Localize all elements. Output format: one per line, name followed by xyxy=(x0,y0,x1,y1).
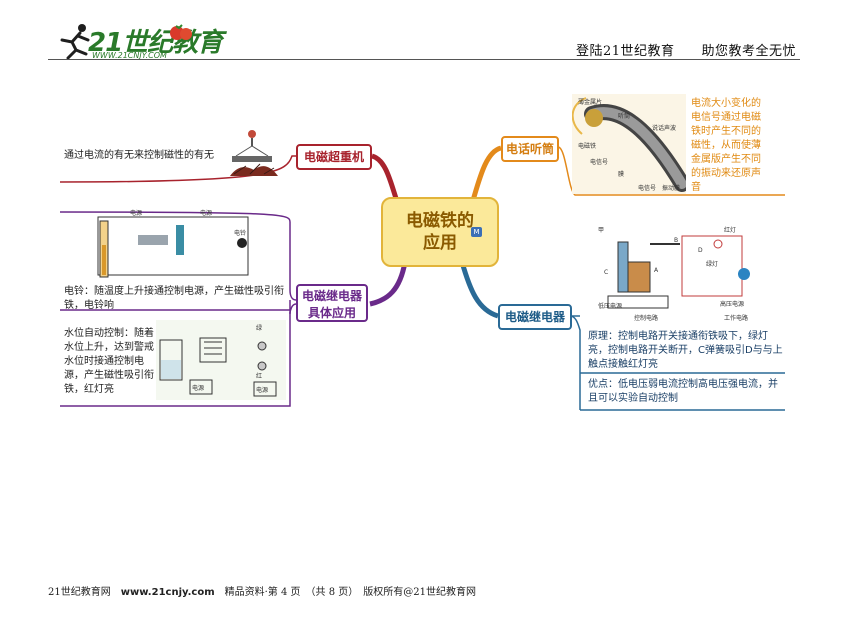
leaf-phone: 电流大小变化的电信号通过电磁铁时产生不同的磁性，从而使薄金属版产生不同的振动来还… xyxy=(691,98,761,193)
logo-text: 21世纪教育 xyxy=(88,28,223,58)
phone-label-5: 膜 xyxy=(618,170,624,178)
phone-label-1: 听筒 xyxy=(618,112,630,120)
footer-site-link[interactable]: www.21cnjy.com xyxy=(120,587,215,598)
relay-label-3: A xyxy=(654,267,659,274)
phone-label-6: 电信号 xyxy=(638,184,656,192)
leaf-principle: 原理：控制电路开关接通衔铁吸下，绿灯亮，控制电路开关断开，C弹簧吸引D与与上触点… xyxy=(588,331,783,370)
header-slogan: 登陆21世纪教育 助您教考全无忧 xyxy=(575,44,796,59)
phone-label-7: 振动膜 xyxy=(662,184,680,192)
topic-phone[interactable]: 电话听筒 xyxy=(501,136,559,162)
relay-label-4: 红灯 xyxy=(724,226,736,234)
relay-apps-branch xyxy=(369,261,408,307)
topic-relay-apps-label: 电磁继电器 具体应用 xyxy=(301,289,362,320)
logo xyxy=(56,20,196,66)
relay-label-8: 控制电路 xyxy=(634,314,658,322)
footer-left: 21世纪教育网 xyxy=(48,587,121,598)
water-label-0: 绿 xyxy=(256,324,262,332)
water-label-1: 红 xyxy=(256,372,262,380)
relay-label-9: 高压电源 xyxy=(720,300,744,308)
leaf-advantage: 优点：低电压弱电流控制高电压强电流，并且可以实验自动控制 xyxy=(588,379,778,404)
phone-label-3: 电磁铁 xyxy=(578,142,596,150)
tomato-icon xyxy=(170,24,192,40)
footer: 21世纪教育网 www.21cnjy.com 精品资料·第 4 页 （共 8 页… xyxy=(48,583,476,598)
water-label-3: 电源 xyxy=(256,386,268,394)
bell-label-1: 电源 xyxy=(200,209,212,217)
water-level-image: 绿 红 电源 电源 xyxy=(156,320,286,400)
logo-url: WWW.21CNJY.COM xyxy=(92,51,167,60)
relay-label-6: 绿灯 xyxy=(706,260,718,268)
footer-right: 精品资料·第 4 页 （共 8 页） 版权所有@21世纪教育网 xyxy=(214,587,476,598)
runner-icon xyxy=(60,24,90,60)
relay-label-2: C xyxy=(604,269,608,276)
relay-label-1: B xyxy=(674,237,678,244)
bell-label-2: 电铃 xyxy=(234,229,246,237)
bell-circuit-image: 电源 电源 电铃 xyxy=(97,209,249,278)
relay-label-10: 工作电路 xyxy=(724,314,748,322)
relay-branch xyxy=(459,261,499,319)
relay-label-7: 低压电源 xyxy=(598,302,622,310)
topic-crane[interactable]: 电磁超重机 xyxy=(296,144,372,170)
phone-label-2: 说话声波 xyxy=(652,124,676,132)
leaf-bell: 电铃：随温度上升接通控制电源，产生磁性吸引衔铁，电铃响 xyxy=(64,286,284,311)
topic-relay-apps[interactable]: 电磁继电器 具体应用 xyxy=(296,284,368,322)
center-node[interactable]: 电磁铁的 应用 xyxy=(381,197,499,267)
header-divider xyxy=(48,59,800,60)
center-title: 电磁铁的 应用 xyxy=(406,211,474,253)
leaf-water: 水位自动控制：随着水位上升，达到警戒水位时接通控制电源，产生磁性吸引衔铁，红灯亮 xyxy=(64,328,154,395)
bell-label-0: 电源 xyxy=(130,209,142,217)
relay-circuit-image: 甲 B C A 红灯 D 绿灯 低压电源 控制电路 高压电源 工作电路 xyxy=(594,222,780,326)
relay-label-0: 甲 xyxy=(598,227,604,234)
leaf-crane: 通过电流的有无来控制磁性的有无 xyxy=(64,150,214,161)
crane-image xyxy=(230,130,278,176)
phone-label-4: 电信号 xyxy=(590,158,608,166)
topic-relay[interactable]: 电磁继电器 xyxy=(498,304,572,330)
map-marker-icon: M xyxy=(471,227,482,237)
phone-earpiece-image: 薄金属片 听筒 说话声波 电磁铁 电信号 膜 电信号 振动膜 xyxy=(572,94,686,194)
water-label-2: 电源 xyxy=(192,384,204,392)
relay-label-5: D xyxy=(698,247,703,254)
phone-label-0: 薄金属片 xyxy=(578,98,602,106)
